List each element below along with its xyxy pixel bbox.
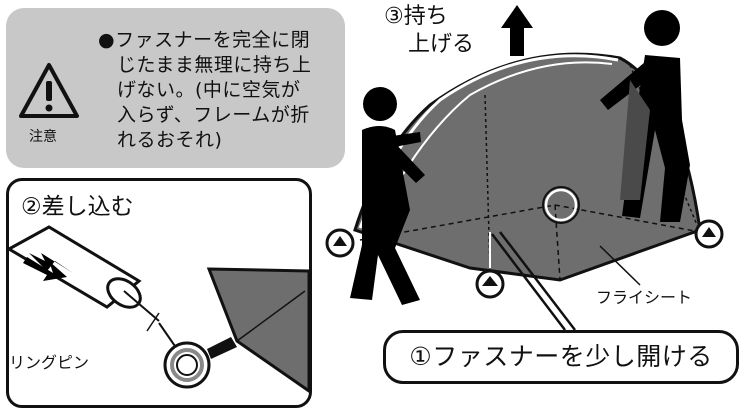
ring-pin-label: リングピン — [9, 353, 90, 372]
stake-marker-left — [325, 228, 355, 258]
person-right — [600, 10, 690, 222]
up-arrow-icon — [501, 5, 533, 56]
step3-line2: 上げる — [408, 32, 475, 57]
step1-leader — [491, 231, 576, 331]
fly-sheet-corner — [206, 267, 309, 393]
pole — [9, 225, 160, 322]
detail-inset: ②差し込む リングピン — [6, 178, 312, 408]
fly-sheet-label: フライシート — [596, 288, 693, 307]
step3-label: ③持ち 上げる — [384, 3, 474, 59]
caution-box: 注意 ●ファスナーを完全に閉 じたまま無理に持ち上 げない。(中に空気が 入らず… — [6, 8, 345, 168]
caution-line: じたまま無理に持ち上 — [117, 54, 312, 76]
stake-marker-right — [694, 219, 724, 249]
step2-label: ②差し込む — [21, 194, 134, 220]
warning-triangle-icon — [19, 63, 79, 118]
fly-sheet-leader — [599, 245, 641, 286]
caution-text: ●ファスナーを完全に閉 じたまま無理に持ち上 げない。(中に空気が 入らず、フレ… — [98, 28, 338, 153]
center-marker — [544, 188, 578, 222]
caution-line: れるおそれ) — [117, 129, 223, 151]
stake-marker-front — [475, 269, 505, 299]
detail-drawing — [9, 225, 309, 393]
ring-pin — [158, 322, 211, 389]
person-left — [350, 87, 425, 305]
caution-line: げない。(中に空気が — [117, 79, 301, 101]
caution-label: 注意 — [29, 129, 57, 145]
step1-label: ①ファスナーを少し開ける — [383, 330, 739, 384]
right-arrow-icon — [23, 253, 73, 281]
caution-line: 入らず、フレームが折 — [117, 104, 310, 126]
caution-line: ●ファスナーを完全に閉 — [98, 29, 311, 51]
step3-line1: ③持ち — [384, 4, 448, 29]
